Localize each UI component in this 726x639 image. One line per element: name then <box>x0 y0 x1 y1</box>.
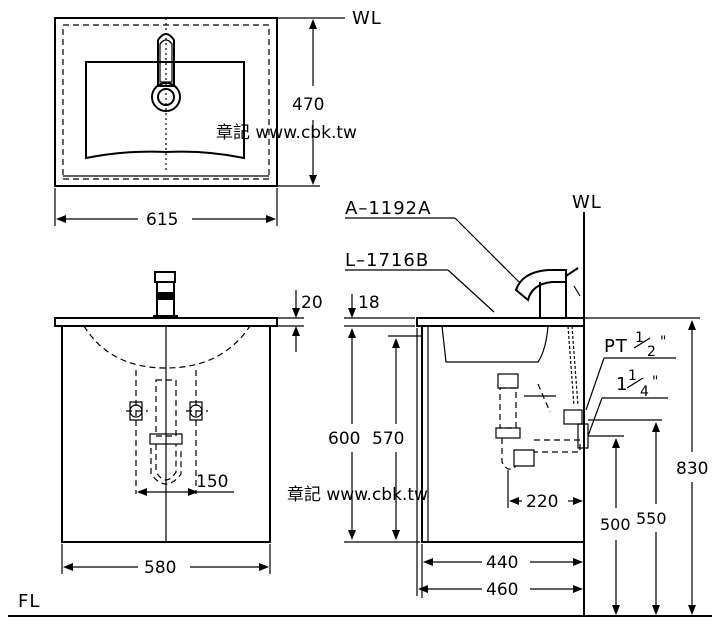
dim-220-text: 220 <box>526 492 558 512</box>
side-view: WL <box>328 192 708 616</box>
drain-size-label: 1 1 4 " <box>587 368 668 437</box>
drain-mark: " <box>652 374 658 390</box>
dim-460: 460 <box>416 328 583 600</box>
dim-615-text: 615 <box>146 210 178 230</box>
top-view-faucet <box>151 33 181 112</box>
dim-570-text: 570 <box>372 429 404 449</box>
front-countertop <box>54 317 278 327</box>
pt-prefix: PT <box>604 336 628 357</box>
model-basin-label: L–1716B <box>345 250 429 271</box>
dim-460-text: 460 <box>486 580 518 600</box>
side-plumbing <box>495 325 589 470</box>
dim-470: 470 <box>277 19 324 187</box>
dim-500-text: 500 <box>600 515 631 534</box>
top-view-basin <box>85 61 245 160</box>
drain-num: 1 <box>628 368 637 384</box>
pt-mark: " <box>660 334 666 350</box>
dim-150: 150 <box>137 472 234 496</box>
drain-whole: 1 <box>616 374 628 395</box>
dim-830-text: 830 <box>676 459 708 479</box>
wl-side-label: WL <box>572 192 602 213</box>
dim-570: 570 <box>372 335 422 540</box>
dim-18: 18 <box>344 293 415 327</box>
dim-580-text: 580 <box>144 558 176 578</box>
side-cabinet <box>421 326 584 543</box>
fl-label: FL <box>18 591 40 612</box>
pt-den: 2 <box>647 344 656 360</box>
pt-label: PT 1 2 " <box>585 330 676 411</box>
dim-20-text: 20 <box>301 293 323 313</box>
dim-580: 580 <box>61 544 271 578</box>
dim-470-text: 470 <box>292 95 324 115</box>
model-callouts: A–1192A L–1716B <box>345 198 520 313</box>
wl-top-label: WL <box>352 8 382 29</box>
dim-440-text: 440 <box>486 553 518 573</box>
front-basin-hidden <box>83 325 251 369</box>
watermark-middle: 章記 www.cbk.tw <box>287 485 428 505</box>
side-countertop <box>416 317 585 327</box>
front-view: 150 580 20 <box>54 271 323 578</box>
front-faucet <box>153 271 178 317</box>
dim-18-text: 18 <box>358 293 380 313</box>
side-faucet <box>514 267 581 319</box>
top-view: 章記 www.cbk.tw WL 470 615 <box>54 8 382 230</box>
pt-num: 1 <box>635 330 644 346</box>
dim-550: 550 <box>636 422 667 615</box>
dim-550-text: 550 <box>636 509 667 528</box>
dim-600: 600 <box>328 328 420 543</box>
dim-615: 615 <box>54 188 278 230</box>
dim-500: 500 <box>600 438 631 615</box>
dim-220: 220 <box>507 470 583 512</box>
front-plumbing <box>126 370 208 494</box>
dim-830: 830 <box>584 317 708 615</box>
dim-20: 20 <box>277 290 323 352</box>
dim-150-text: 150 <box>196 472 228 492</box>
drain-den: 4 <box>640 384 649 400</box>
watermark-top: 章記 www.cbk.tw <box>216 123 357 143</box>
model-faucet-label: A–1192A <box>345 198 431 219</box>
dim-600-text: 600 <box>328 429 360 449</box>
side-basin <box>441 325 549 363</box>
